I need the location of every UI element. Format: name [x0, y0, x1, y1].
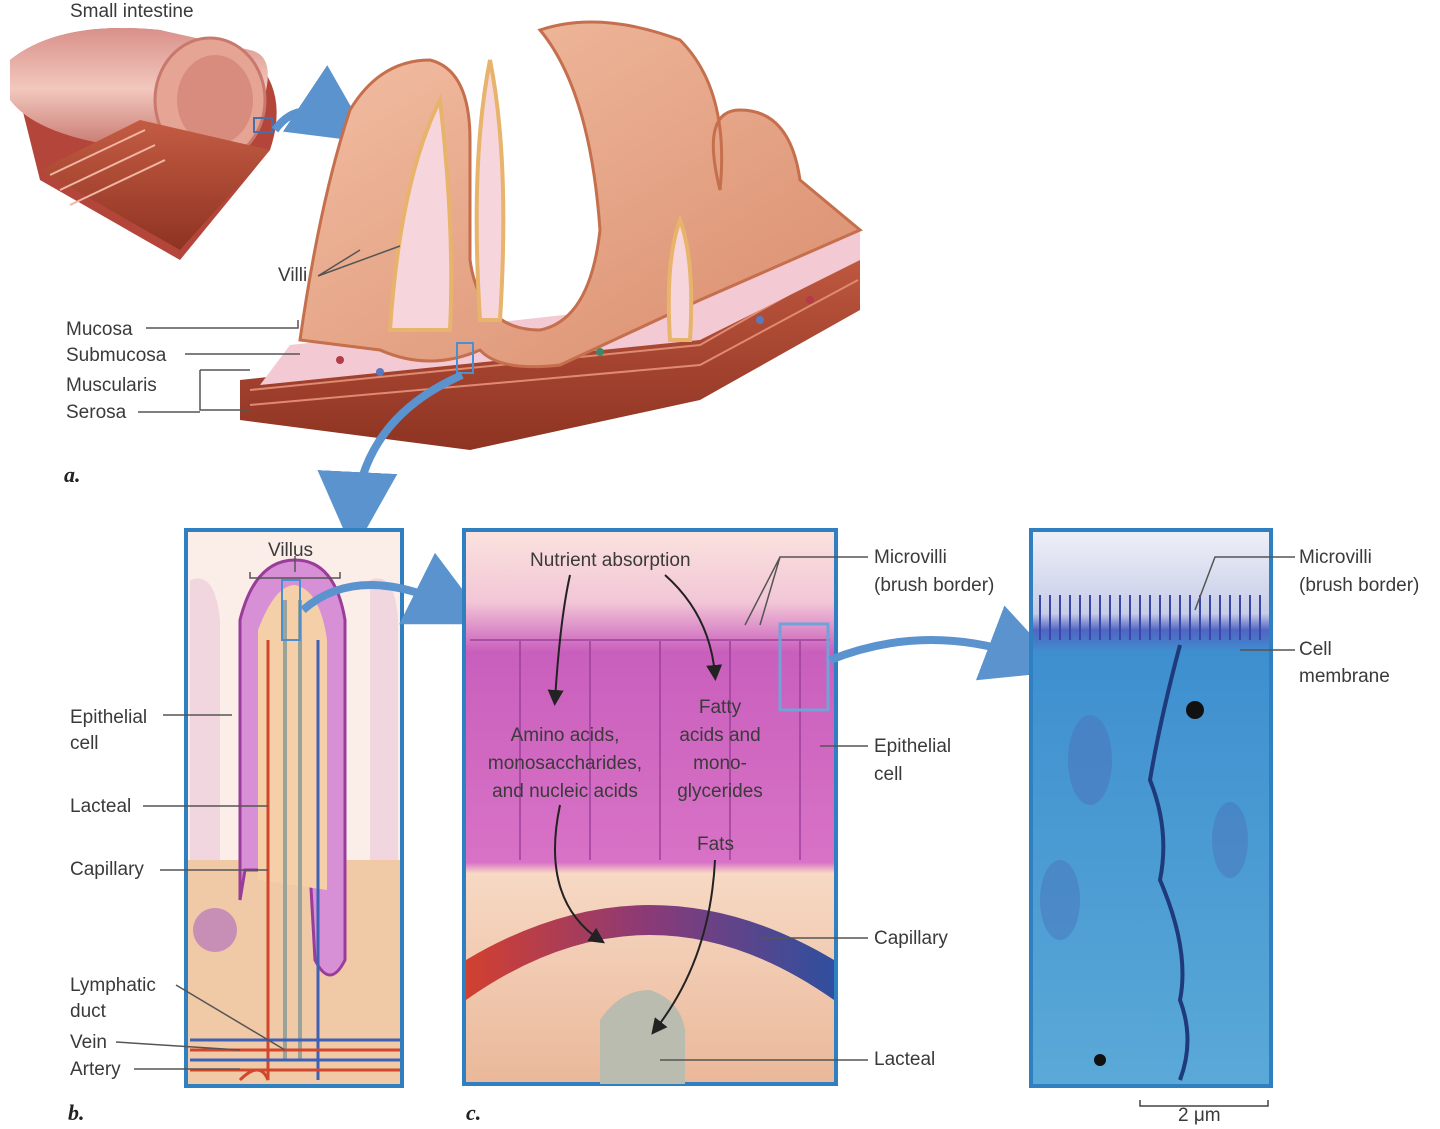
mucosa-label: Mucosa [66, 319, 133, 340]
leader-lines-c [660, 556, 868, 1061]
vein-label: Vein [70, 1032, 107, 1053]
microvilli-label-d-line1: Microvilli [1299, 547, 1372, 568]
cell-membrane-label-line2: membrane [1299, 666, 1390, 687]
zoom-arrow-c [300, 552, 489, 625]
zoom-arrow-a [271, 65, 372, 143]
microvilli-label-c-line2: (brush border) [874, 575, 995, 596]
microvilli-label-d-line2: (brush border) [1299, 575, 1420, 596]
microvilli-label-c-line1: Microvilli [874, 547, 947, 568]
fats-label: Fats [697, 834, 734, 855]
panel-b-illustration [184, 528, 404, 1088]
leader-lines-d [1194, 556, 1295, 651]
panel-c-illustration [462, 528, 838, 1086]
capillary-label-b: Capillary [70, 859, 144, 880]
panel-b-letter: b. [68, 1100, 85, 1125]
small-intestine-tube [10, 28, 277, 260]
epithelial-cell-label-c-line2: cell [874, 764, 903, 785]
epithelial-cell-label-b-line1: Epithelial [70, 707, 148, 728]
amino-acids-label-line1: Amino acids, [510, 725, 620, 746]
nutrient-absorption-label: Nutrient absorption [530, 550, 691, 571]
amino-acids-label-line2: monosaccharides, [487, 753, 643, 774]
lacteal-label-b: Lacteal [70, 796, 132, 817]
serosa-label: Serosa [66, 402, 127, 423]
scale-bar-label: 2 μm [1178, 1105, 1221, 1126]
villi-block [240, 20, 863, 450]
fatty-acids-label-line1: Fatty [698, 697, 742, 718]
capillary-label-c: Capillary [874, 928, 948, 949]
artery-label: Artery [70, 1059, 121, 1080]
lymphatic-duct-label-line1: Lymphatic [70, 975, 156, 996]
lymphatic-duct-label-line2: duct [70, 1001, 106, 1022]
fatty-acids-label-line4: glycerides [677, 781, 763, 802]
zoom-arrow-b [317, 371, 464, 552]
lacteal-label-c: Lacteal [874, 1049, 936, 1070]
small-intestine-label: Small intestine [70, 1, 194, 22]
villi-label: Villi [278, 265, 308, 286]
panel-d-micrograph [1029, 528, 1273, 1107]
fatty-acids-label-line3: mono- [693, 753, 747, 774]
submucosa-label: Submucosa [66, 345, 167, 366]
panel-c-letter: c. [466, 1100, 482, 1125]
leader-lines-b [115, 714, 286, 1070]
epithelial-cell-label-c-line1: Epithelial [874, 736, 952, 757]
cell-membrane-label-line1: Cell [1299, 639, 1332, 660]
villus-label: Villus [268, 540, 314, 561]
zoom-arrow-d [828, 605, 1065, 681]
muscularis-label: Muscularis [66, 375, 157, 396]
leader-lines-a [138, 245, 401, 413]
panel-a-letter: a. [64, 462, 81, 487]
epithelial-cell-label-b-line2: cell [70, 733, 99, 754]
amino-acids-label-line3: and nucleic acids [492, 781, 638, 802]
fatty-acids-label-line2: acids and [679, 725, 761, 746]
